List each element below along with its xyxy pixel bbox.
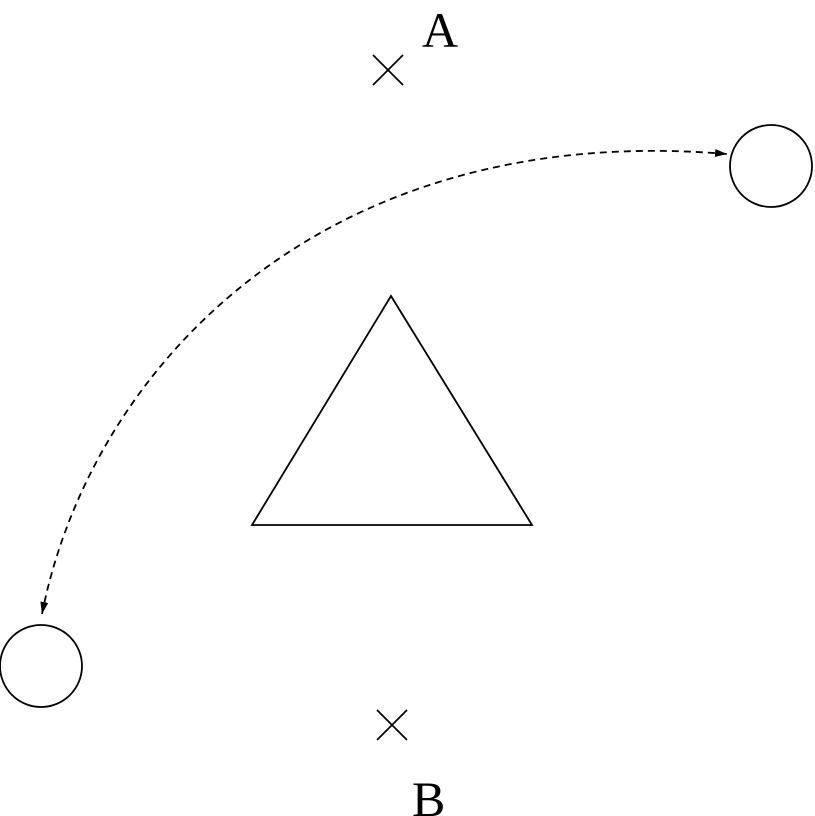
circle-top-right [729, 124, 813, 208]
dashed-arrow-curve [40, 149, 728, 615]
label-b: B [412, 771, 445, 816]
central-triangle [250, 294, 534, 526]
label-a: A [422, 2, 458, 58]
circle-bottom-left [0, 624, 83, 708]
cross-marker-b [376, 709, 408, 741]
cross-marker-a [372, 54, 404, 86]
